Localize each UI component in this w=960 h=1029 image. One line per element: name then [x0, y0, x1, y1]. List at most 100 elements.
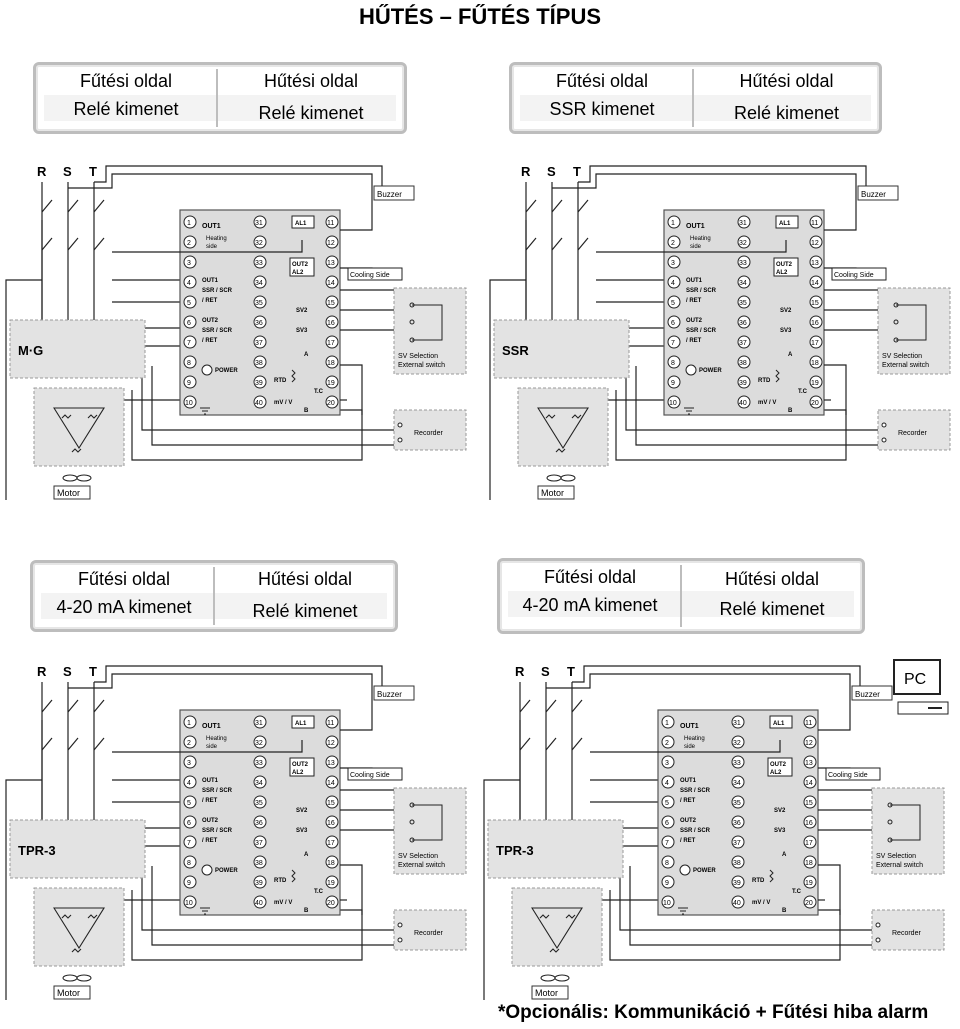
al1-label: AL1: [295, 721, 307, 727]
svg-text:3: 3: [187, 260, 191, 267]
heating-output-type: SSR kimenet: [549, 99, 655, 119]
svg-text:8: 8: [671, 360, 675, 367]
tc-label: T.C: [314, 889, 324, 895]
sv-selection-label: SV Selection: [398, 353, 438, 360]
svg-text:33: 33: [733, 760, 741, 767]
footnote: *Opcionális: Kommunikáció + Fűtési hiba …: [498, 1002, 929, 1023]
svg-text:1: 1: [187, 720, 191, 727]
svg-text:8: 8: [665, 860, 669, 867]
svg-text:2: 2: [187, 240, 191, 247]
phase-s-label: S: [63, 164, 72, 179]
heating-side-title: Fűtési oldal: [543, 567, 637, 587]
phase-s-label: S: [541, 664, 550, 679]
out2-al2-label-2: AL2: [776, 270, 788, 276]
phase-t-label: T: [89, 664, 97, 679]
tc-label: T.C: [798, 389, 808, 395]
motor-label: Motor: [541, 488, 564, 498]
svg-text:10: 10: [663, 900, 671, 907]
external-switch-label: External switch: [882, 362, 929, 369]
svg-text:35: 35: [255, 300, 263, 307]
svg-text:32: 32: [255, 240, 263, 247]
al1-label: AL1: [779, 221, 791, 227]
svg-text:38: 38: [733, 860, 741, 867]
svg-text:39: 39: [733, 880, 741, 887]
out2-al2-label: OUT2: [770, 762, 787, 768]
cooling-output-type: Relé kimenet: [733, 103, 840, 123]
motor-label: Motor: [57, 488, 80, 498]
motor-label: Motor: [535, 988, 558, 998]
svg-text:15: 15: [327, 300, 335, 307]
ssr-scr-label: SSR / SCR: [202, 788, 233, 794]
out2-label: OUT2: [202, 318, 219, 324]
svg-text:9: 9: [671, 380, 675, 387]
svg-text:12: 12: [811, 240, 819, 247]
svg-text:39: 39: [255, 380, 263, 387]
middle-terminal-column: 31 32 33 34 35 36 37 38 39 40: [253, 215, 267, 409]
svg-text:19: 19: [327, 380, 335, 387]
svg-text:37: 37: [255, 840, 263, 847]
sv3-label: SV3: [296, 328, 308, 334]
ssr-scr-label-2: SSR / SCR: [202, 328, 233, 334]
svg-text:6: 6: [665, 820, 669, 827]
sv2-label: SV2: [774, 808, 786, 814]
svg-text:15: 15: [805, 800, 813, 807]
ssr-scr-label-2: SSR / SCR: [686, 328, 717, 334]
ret-label-2: / RET: [686, 338, 702, 344]
out2-label: OUT2: [680, 818, 697, 824]
ssr-scr-label: SSR / SCR: [202, 288, 233, 294]
ret-label: / RET: [680, 798, 696, 804]
svg-text:40: 40: [255, 400, 263, 407]
rtd-label: RTD: [758, 378, 771, 384]
svg-text:37: 37: [733, 840, 741, 847]
a-label: A: [782, 852, 787, 858]
svg-text:7: 7: [671, 340, 675, 347]
svg-text:31: 31: [255, 720, 263, 727]
cooling-output-type: Relé kimenet: [719, 599, 825, 619]
svg-text:18: 18: [327, 360, 335, 367]
svg-text:10: 10: [185, 900, 193, 907]
svg-text:39: 39: [255, 880, 263, 887]
heating-side-title: Fűtési oldal: [555, 71, 649, 91]
svg-text:16: 16: [811, 320, 819, 327]
svg-text:9: 9: [187, 380, 191, 387]
svg-text:18: 18: [805, 860, 813, 867]
wiring-diagram-relay: R S T Buzzer M·G Motor 1 2 3 4 5: [2, 160, 472, 500]
out1-label: OUT1: [202, 223, 221, 230]
header-box-1: Fűtési oldal Relé kimenet Hűtési oldal R…: [33, 62, 407, 134]
out1-label: OUT1: [202, 723, 221, 730]
buzzer-label: Buzzer: [855, 690, 880, 699]
heating-side-title: Fűtési oldal: [79, 71, 173, 91]
wiring-diagram-4-20ma: R S T Buzzer TPR-3 Motor 1 2 3 4 5: [2, 660, 472, 1000]
svg-text:12: 12: [805, 740, 813, 747]
svg-text:13: 13: [327, 260, 335, 267]
external-switch-label: External switch: [876, 862, 923, 869]
source-label: SSR: [502, 343, 529, 358]
phase-s-label: S: [547, 164, 556, 179]
svg-text:31: 31: [739, 220, 747, 227]
source-label: TPR-3: [18, 843, 56, 858]
sv2-label: SV2: [296, 308, 308, 314]
cooling-side-label: Cooling Side: [834, 272, 874, 279]
heating-side-label-2: side: [684, 744, 696, 750]
io-terminal-column: 11 12 13 14 15 16 17 18 19 20: [803, 715, 817, 909]
heating-side-label: Heating: [206, 736, 227, 742]
cooling-side-title: Hűtési oldal: [739, 71, 834, 91]
svg-text:2: 2: [187, 740, 191, 747]
svg-text:14: 14: [811, 280, 819, 287]
svg-text:8: 8: [187, 360, 191, 367]
svg-text:12: 12: [327, 240, 335, 247]
svg-text:35: 35: [733, 800, 741, 807]
svg-text:7: 7: [187, 840, 191, 847]
svg-text:34: 34: [255, 280, 263, 287]
al1-label: AL1: [295, 221, 307, 227]
out1-ssr-label: OUT1: [686, 278, 703, 284]
svg-text:16: 16: [327, 320, 335, 327]
svg-text:2: 2: [671, 240, 675, 247]
svg-text:17: 17: [811, 340, 819, 347]
svg-text:1: 1: [671, 220, 675, 227]
svg-text:2: 2: [665, 740, 669, 747]
svg-text:17: 17: [805, 840, 813, 847]
sv3-label: SV3: [774, 828, 786, 834]
svg-text:3: 3: [187, 760, 191, 767]
ssr-scr-label: SSR / SCR: [686, 288, 717, 294]
